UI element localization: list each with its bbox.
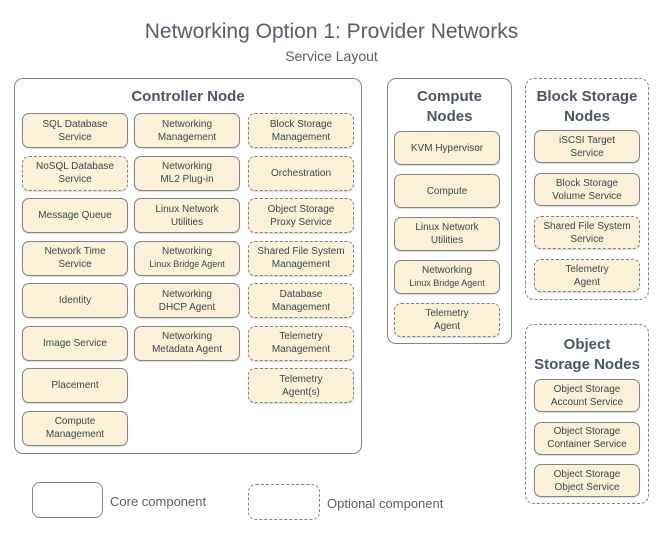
component-label: Image Service (43, 337, 107, 349)
component-nosql-database-service: NoSQL Database Service (22, 155, 128, 191)
block-storage-nodes-title: Block Storage Nodes (536, 88, 638, 125)
component-network-time-service: Network Time Service (22, 240, 128, 276)
component-shared-file-system-service: Shared File System Service (534, 216, 640, 249)
component-compute-management: Compute Management (22, 410, 128, 446)
legend-core-swatch (32, 482, 103, 518)
component-linux-network-utilities: Linux Network Utilities (134, 198, 240, 233)
legend-optional-swatch (248, 484, 320, 520)
diagram-subtitle: Service Layout (285, 48, 378, 64)
component-telemetry-agent: Telemetry Agent (534, 259, 640, 292)
component-label: KVM Hypervisor (410, 142, 484, 154)
compute-nodes-title: Compute Nodes (417, 88, 482, 125)
component-label: Database Management (271, 288, 331, 313)
component-sublabel: Linux Bridge Agent (409, 278, 485, 288)
component-label: Object Storage Account Service (550, 383, 624, 408)
component-telemetry-agent: Telemetry Agent (394, 303, 500, 337)
component-block-storage-volume-service: Block Storage Volume Service (534, 173, 640, 206)
component-shared-file-system-management: Shared File System Management (248, 240, 354, 276)
legend-optional-label: Optional component (327, 496, 444, 511)
component-label: Block Storage Volume Service (552, 177, 622, 202)
component-label: Block Storage Management (269, 118, 333, 143)
compute-nodes-group: Compute Nodes (387, 78, 512, 344)
component-label: Networking DHCP Agent (158, 288, 216, 313)
component-label: Networking Management (157, 118, 217, 143)
component-label: Object Storage Proxy Service (267, 203, 335, 228)
component-label: Telemetry Management (271, 331, 331, 355)
component-identity: Identity (22, 283, 128, 318)
component-label: Networking Metadata Agent (151, 331, 223, 355)
component-object-storage-container-service: Object Storage Container Service (534, 421, 640, 455)
component-image-service: Image Service (22, 325, 128, 361)
component-compute: Compute (394, 174, 500, 208)
component-label: Identity (58, 295, 92, 306)
component-database-management: Database Management (248, 283, 354, 318)
component-label: Message Queue (38, 210, 112, 221)
component-networking-metadata-agent: Networking Metadata Agent (134, 325, 240, 361)
object-storage-nodes-title: Object Storage Nodes (534, 336, 640, 373)
component-networking-dhcp-agent: Networking DHCP Agent (134, 283, 240, 318)
controller-node-title: Controller Node (131, 88, 245, 105)
component-object-storage-object-service: Object Storage Object Service (534, 464, 640, 497)
component-object-storage-proxy-service: Object Storage Proxy Service (248, 198, 354, 233)
component-sublabel: Linux Bridge Agent (149, 259, 225, 269)
legend-core-label: Core component (110, 494, 207, 509)
component-label: Compute Management (45, 416, 105, 440)
component-label: Telemetry Agent(s) (279, 373, 323, 398)
component-label: Linux Network Utilities (415, 222, 479, 246)
component-block-storage-management: Block Storage Management (248, 113, 354, 148)
component-orchestration: Orchestration (248, 155, 354, 191)
component-label: Telemetry Agent (565, 263, 609, 288)
component-telemetry-management: Telemetry Management (248, 325, 354, 361)
component-label: Network Time Service (44, 246, 106, 270)
component-label: Networking (421, 265, 473, 276)
component-label: SQL Database Service (42, 118, 108, 143)
component-message-queue: Message Queue (22, 198, 128, 233)
component-label: NoSQL Database Service (35, 161, 114, 185)
component-object-storage-account-service: Object Storage Account Service (534, 379, 640, 412)
component-linux-network-utilities: Linux Network Utilities (394, 217, 500, 251)
component-label: Linux Network Utilities (155, 203, 219, 228)
component-label: Networking (161, 246, 213, 257)
component-placement: Placement (22, 368, 128, 403)
component-label: Object Storage Object Service (553, 468, 621, 493)
component-label: iSCSI Target Service (559, 134, 615, 159)
component-networking-management: Networking Management (134, 113, 240, 148)
diagram-title: Networking Option 1: Provider Networks (144, 20, 519, 43)
component-label: Object Storage Container Service (547, 426, 627, 450)
component-label: Orchestration (270, 167, 332, 179)
component-label: Telemetry Agent (425, 308, 469, 332)
component-sql-database-service: SQL Database Service (22, 113, 128, 148)
component-kvm-hypervisor: KVM Hypervisor (394, 131, 500, 165)
component-label: Placement (51, 380, 99, 391)
component-label: Shared File System Management (257, 246, 345, 270)
component-iscsi-target-service: iSCSI Target Service (534, 130, 640, 163)
component-label: Shared File System Service (543, 220, 631, 245)
component-label: Compute (426, 185, 468, 197)
component-label: Networking ML2 Plug-in (160, 161, 214, 185)
component-telemetry-agent-s: Telemetry Agent(s) (248, 368, 354, 403)
component-networking-ml2-plug-in: Networking ML2 Plug-in (134, 155, 240, 191)
